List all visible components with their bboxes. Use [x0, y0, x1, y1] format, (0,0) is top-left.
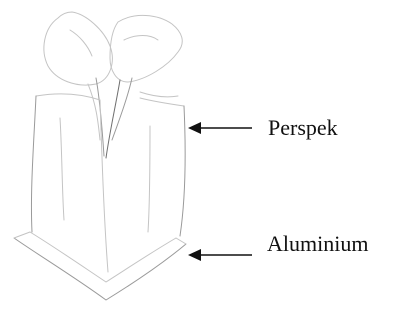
stem-3 [111, 77, 133, 141]
flower-sketch [43, 11, 183, 86]
callout-arrows [188, 122, 252, 261]
box-left-edge [30, 95, 37, 233]
base-inner [29, 231, 177, 283]
perspek-arrow-head [188, 122, 201, 134]
box-top-left [35, 93, 101, 101]
box-right-edge [179, 105, 186, 237]
stem-2 [105, 79, 121, 159]
right-petal [109, 15, 183, 83]
box-front-edge [99, 99, 109, 273]
box-inner-lines [59, 117, 151, 233]
left-petal [43, 11, 113, 86]
base-outer [13, 237, 187, 301]
perspek-label: Perspek [268, 115, 338, 140]
perspek-box [30, 93, 186, 273]
aluminium-label: Aluminium [267, 231, 369, 256]
base-left-end [13, 231, 31, 239]
box-top-right [139, 97, 185, 107]
base-right-end [175, 237, 187, 245]
stem-4 [87, 83, 179, 141]
aluminium-arrow-head [188, 249, 201, 261]
aluminium-base [13, 231, 187, 301]
petal-detail [69, 29, 159, 57]
